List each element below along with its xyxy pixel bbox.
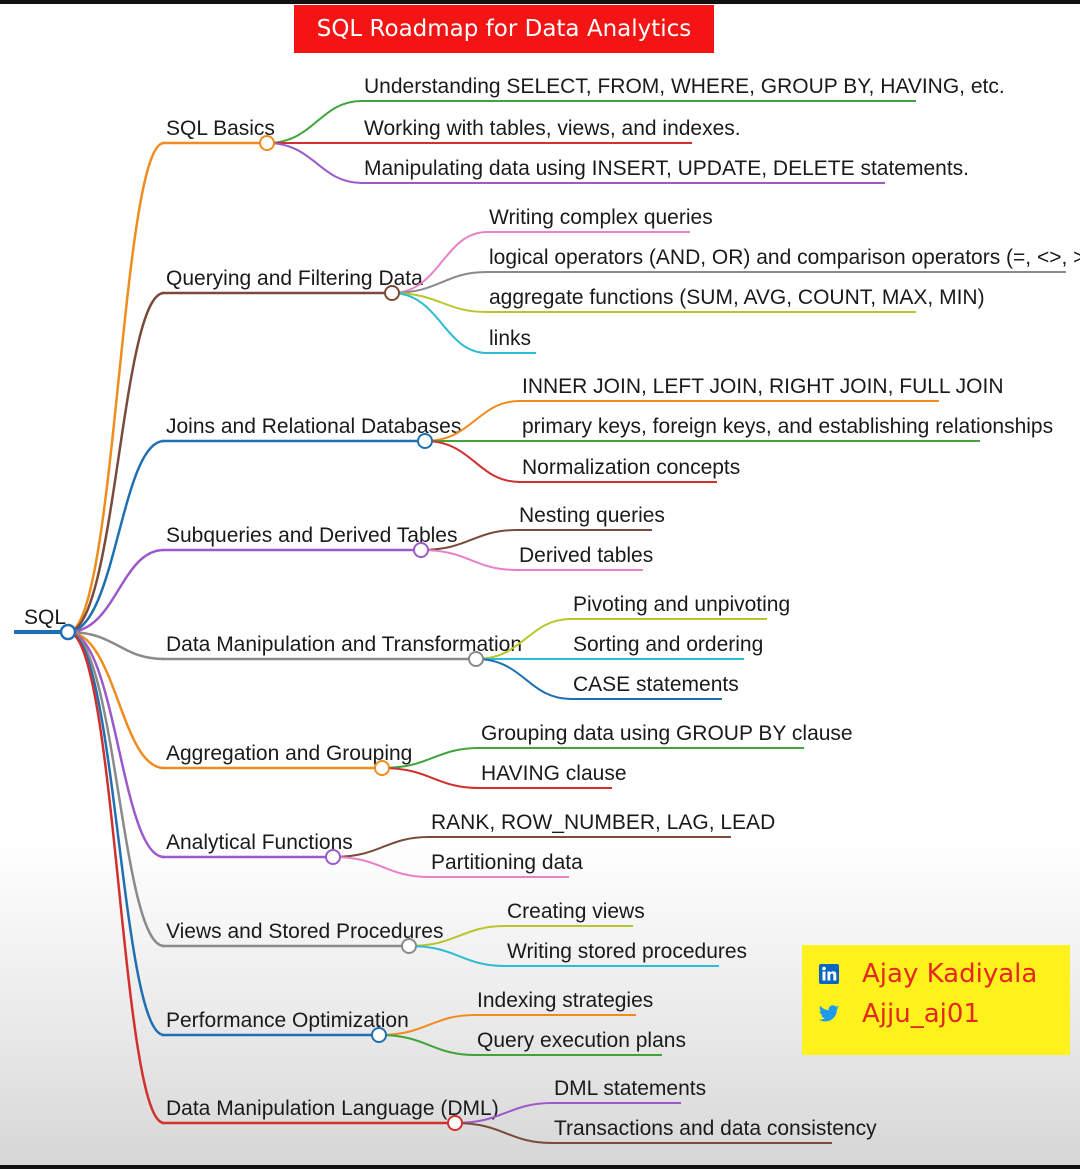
branch-label: Data Manipulation and Transformation — [166, 633, 522, 656]
branch-label: Subqueries and Derived Tables — [166, 524, 457, 547]
credit-handle: Ajju_aj01 — [862, 999, 980, 1029]
child-label: links — [489, 327, 531, 350]
branch-node — [384, 285, 400, 301]
child-label: Understanding SELECT, FROM, WHERE, GROUP… — [364, 75, 1005, 98]
child-label: CASE statements — [573, 673, 739, 696]
child-label: Grouping data using GROUP BY clause — [481, 722, 853, 745]
page-title: SQL Roadmap for Data Analytics — [294, 5, 714, 53]
branch-node — [325, 849, 341, 865]
branch-node — [417, 433, 433, 449]
child-connector — [408, 945, 506, 967]
child-label: RANK, ROW_NUMBER, LAG, LEAD — [431, 811, 775, 834]
branch-label: SQL Basics — [166, 117, 275, 140]
branch-node — [371, 1027, 387, 1043]
branch-connector — [67, 630, 165, 770]
child-label: Transactions and data consistency — [554, 1117, 877, 1140]
branch-connector — [67, 141, 165, 634]
child-label: Sorting and ordering — [573, 633, 763, 656]
child-connector — [391, 231, 488, 294]
branch-label: Views and Stored Procedures — [166, 920, 443, 943]
branch-connector — [67, 630, 165, 948]
child-connector — [408, 925, 506, 947]
child-label: Creating views — [507, 900, 645, 923]
branch-connector — [67, 439, 165, 634]
child-connector — [391, 271, 488, 294]
linkedin-icon — [819, 964, 839, 984]
child-connector — [454, 1102, 553, 1124]
twitter-icon — [818, 1005, 840, 1022]
child-label: Indexing strategies — [477, 989, 653, 1012]
branch-connector — [67, 630, 165, 661]
child-label: Pivoting and unpivoting — [573, 593, 790, 616]
credit-name-row: Ajay Kadiyala — [818, 959, 1037, 989]
branch-connector — [67, 630, 165, 859]
branch-connector — [67, 291, 165, 634]
child-label: INNER JOIN, LEFT JOIN, RIGHT JOIN, FULL … — [522, 375, 1004, 398]
child-label: Query execution plans — [477, 1029, 686, 1052]
child-connector — [424, 400, 521, 442]
child-label: Nesting queries — [519, 504, 665, 527]
child-connector — [420, 549, 518, 571]
branch-node — [413, 542, 429, 558]
child-connector — [454, 1122, 553, 1144]
child-label: logical operators (AND, OR) and comparis… — [489, 246, 1080, 269]
child-connector — [391, 292, 488, 354]
branch-label: Data Manipulation Language (DML) — [166, 1097, 499, 1120]
branch-label: Analytical Functions — [166, 831, 353, 854]
child-label: HAVING clause — [481, 762, 627, 785]
branch-connector — [67, 548, 165, 634]
child-label: Manipulating data using INSERT, UPDATE, … — [364, 157, 969, 180]
child-connector — [381, 747, 480, 769]
child-connector — [424, 440, 521, 483]
branch-label: Performance Optimization — [166, 1009, 409, 1032]
child-connector — [266, 142, 363, 184]
branch-node — [259, 135, 275, 151]
root-node — [59, 623, 77, 641]
top-border — [0, 0, 1080, 4]
bottom-border — [0, 1165, 1080, 1169]
child-connector — [420, 529, 518, 551]
child-label: Writing complex queries — [489, 206, 713, 229]
branch-node — [447, 1115, 463, 1131]
branch-node — [468, 651, 484, 667]
child-connector — [378, 1014, 476, 1036]
child-connector — [266, 100, 363, 144]
child-label: aggregate functions (SUM, AVG, COUNT, MA… — [489, 286, 985, 309]
child-connector — [332, 836, 430, 858]
child-label: Derived tables — [519, 544, 653, 567]
branch-node — [401, 938, 417, 954]
child-label: primary keys, foreign keys, and establis… — [522, 415, 1053, 438]
branch-connector — [67, 630, 165, 1037]
branch-label: Querying and Filtering Data — [166, 267, 423, 290]
credit-name: Ajay Kadiyala — [862, 959, 1038, 989]
child-connector — [391, 292, 488, 313]
child-label: Writing stored procedures — [507, 940, 747, 963]
child-connector — [475, 658, 572, 700]
branch-label: Joins and Relational Databases — [166, 415, 461, 438]
credit-handle-row: Ajju_aj01 — [818, 999, 980, 1029]
branch-label: Aggregation and Grouping — [166, 742, 412, 765]
child-connector — [332, 856, 430, 878]
child-connector — [378, 1034, 476, 1056]
branch-node — [374, 760, 390, 776]
child-connector — [475, 618, 572, 660]
credit-box: Ajay Kadiyala Ajju_aj01 — [802, 945, 1070, 1055]
branch-connector — [67, 630, 165, 1125]
child-connector — [381, 767, 480, 789]
child-label: DML statements — [554, 1077, 706, 1100]
child-label: Normalization concepts — [522, 456, 740, 479]
child-label: Working with tables, views, and indexes. — [364, 117, 741, 140]
root-label: SQL — [24, 606, 66, 629]
child-label: Partitioning data — [431, 851, 583, 874]
